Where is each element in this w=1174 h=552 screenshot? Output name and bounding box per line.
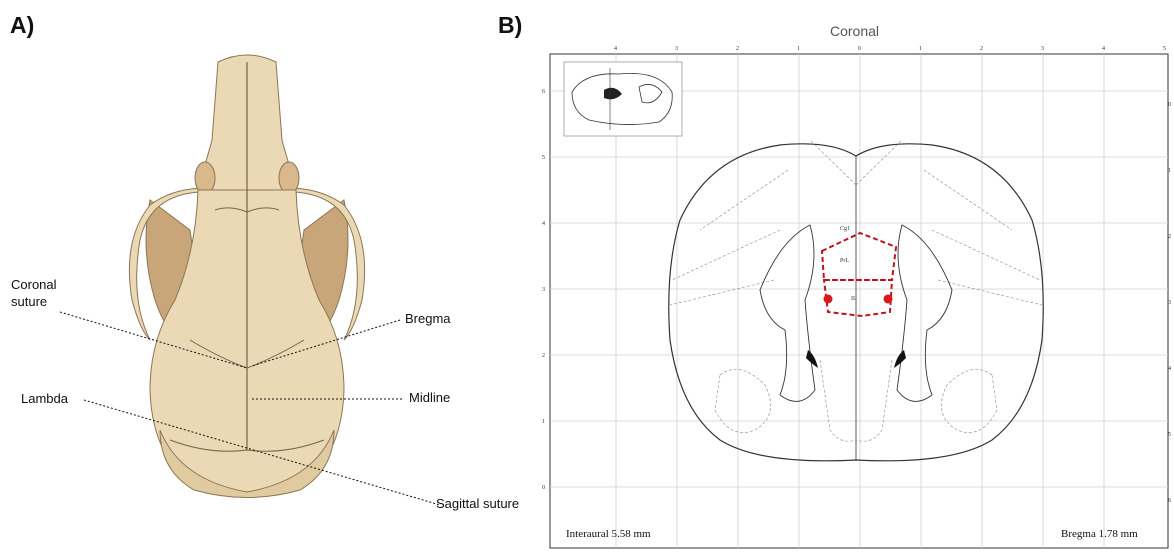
top-tick: 1	[797, 46, 800, 52]
panel-b-label: B)	[498, 12, 522, 39]
lambda-label: Lambda	[21, 391, 68, 406]
right-tick: 0	[1168, 102, 1171, 108]
left-tick: 0	[542, 485, 545, 491]
right-tick: 4	[1168, 366, 1171, 372]
sagittal-suture-label: Sagittal suture	[436, 496, 519, 511]
right-tick: 2	[1168, 234, 1171, 240]
region-label-cg1: Cg1	[840, 226, 850, 232]
left-tick: 3	[542, 287, 545, 293]
top-tick: 2	[736, 46, 739, 52]
bregma-coordinate-label: Bregma 1.78 mm	[1061, 528, 1138, 540]
top-tick: 2	[980, 46, 983, 52]
top-tick: 3	[1041, 46, 1044, 52]
interaural-label: Interaural 5.58 mm	[566, 528, 651, 540]
injection-site-left	[824, 295, 833, 304]
coronal-atlas-section: 4 3 2 1 0 1 2 3 4 5 6 5 4 3 2 1 0 0 1 2 …	[540, 0, 1174, 552]
injection-site-right	[884, 295, 893, 304]
top-tick: 3	[675, 46, 678, 52]
coronal-suture-label-line2: suture	[11, 294, 47, 309]
left-tick: 6	[542, 89, 545, 95]
sagittal-inset	[564, 62, 682, 136]
panel-a: A) Coronal suture Bregma Lambda Midline	[0, 0, 540, 552]
top-tick-labels: 4 3 2 1 0 1 2 3 4 5	[614, 46, 1166, 52]
region-label-prl: PrL	[840, 258, 849, 264]
top-tick: 5	[1163, 46, 1166, 52]
coronal-suture-label-line1: Coronal	[11, 277, 57, 292]
top-tick: 4	[614, 46, 617, 52]
region-label-il: IL	[851, 296, 857, 302]
panel-b: B) Coronal 4 3 2 1	[540, 0, 1174, 552]
top-tick: 0	[858, 46, 861, 52]
left-tick-labels: 6 5 4 3 2 1 0	[542, 89, 545, 491]
bregma-label: Bregma	[405, 311, 451, 326]
right-tick: 1	[1168, 168, 1171, 174]
left-tick: 5	[542, 155, 545, 161]
top-tick: 1	[919, 46, 922, 52]
left-tick: 4	[542, 221, 545, 227]
right-tick: 3	[1168, 300, 1171, 306]
right-tick: 6	[1168, 498, 1171, 504]
rat-skull-illustration	[0, 0, 540, 552]
right-tick: 5	[1168, 432, 1171, 438]
left-tick: 2	[542, 353, 545, 359]
left-tick: 1	[542, 419, 545, 425]
midline-label: Midline	[409, 390, 450, 405]
top-tick: 4	[1102, 46, 1105, 52]
